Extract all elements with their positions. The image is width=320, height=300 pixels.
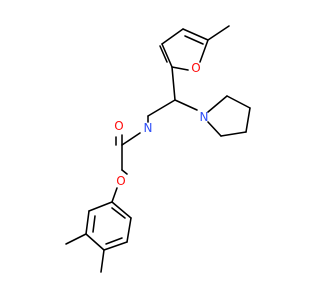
- bond-furan-c2-c3: [161, 43, 173, 68]
- atom-n-pyrrolidine: N: [200, 110, 209, 124]
- bond-ar-c5-c6: [126, 217, 132, 243]
- bond-namide-co: [121, 132, 141, 146]
- bond-pyr-c5-n: [207, 121, 222, 137]
- atom-o-furan: O: [191, 61, 200, 75]
- bond-pyr-c2-c3: [226, 95, 251, 109]
- bond-oether-aryl: [111, 187, 118, 203]
- bond-methyl-furan: [207, 25, 230, 41]
- bond-ar-c1-c2: [88, 201, 113, 212]
- bond-ar-c4-c5: [103, 241, 128, 251]
- bond-pyr-c4-c5: [220, 131, 247, 137]
- bond-ar-c2-c3: [85, 210, 90, 235]
- bond-furan-c5-o: [199, 39, 209, 63]
- atom-o-carbonyl: O: [114, 119, 123, 133]
- bond-ar-methyl-2: [100, 249, 105, 273]
- molecule-structure: O N O O N: [65, 25, 251, 273]
- atom-n-amide: N: [144, 121, 153, 135]
- bond-furan-c3-c4: [161, 28, 184, 45]
- bond-furan-ch: [171, 66, 176, 101]
- bond-pyr-n-c2: [207, 95, 228, 113]
- bonds: [65, 25, 251, 273]
- bond-furan-o-c2: [171, 66, 189, 71]
- bond-ar-c6-c1: [111, 201, 132, 219]
- bond-furan-c4-c5-double: [184, 35, 204, 45]
- bond-ar-c4-c5-double: [105, 237, 123, 245]
- bond-ch2-oether: [121, 169, 128, 175]
- bond-furan-c4-c5: [182, 28, 209, 41]
- atom-labels: O N O O N: [114, 61, 208, 188]
- bond-ch-ch2: [147, 99, 176, 117]
- bond-ar-c6-c1-double: [111, 207, 126, 219]
- bond-pyr-c3-c4: [245, 107, 251, 133]
- bond-ar-c2-c3-double: [92, 215, 96, 233]
- bond-ar-methyl-1: [65, 233, 87, 245]
- bond-ar-c3-c4: [85, 233, 105, 251]
- atom-o-ether: O: [116, 174, 125, 188]
- bond-ch-npyr: [174, 99, 198, 111]
- bond-furan-c2-c3-double: [159, 45, 168, 63]
